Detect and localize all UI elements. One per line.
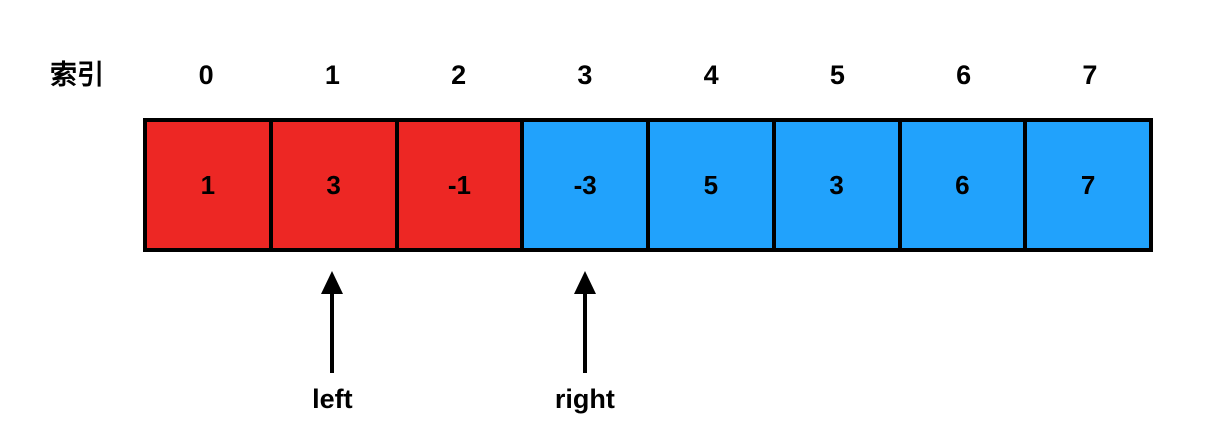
array-cell-2[interactable]: -1 [398, 122, 525, 248]
pointer-label-right: right [554, 384, 615, 414]
arrow-up-icon [505, 268, 665, 376]
array-cell-value: 6 [955, 169, 970, 200]
index-label-2: 2 [451, 60, 467, 90]
index-label-6: 6 [956, 60, 972, 90]
index-header-row: 索引 0 1 2 3 4 5 6 7 [0, 52, 1218, 98]
array-cell-3[interactable]: -3 [524, 122, 650, 248]
array-cell-value: 1 [200, 169, 216, 200]
pointer-left: left [252, 268, 412, 438]
array-cell-value: 5 [703, 169, 719, 200]
array-cell-0[interactable]: 1 [147, 122, 273, 248]
pointer-right: right [505, 268, 665, 438]
index-label-3: 3 [577, 60, 593, 90]
index-label-5: 5 [829, 60, 845, 90]
index-label-0: 0 [198, 60, 214, 90]
array-cell-5[interactable]: 3 [775, 122, 902, 248]
array-cell-4[interactable]: 5 [650, 122, 776, 248]
array-cell-6[interactable]: 6 [901, 122, 1028, 248]
index-label-list: 0 1 2 3 4 5 6 7 [143, 52, 1153, 98]
array-cells-container: 1 3 -1 -3 5 3 6 7 [143, 118, 1153, 252]
arrow-up-icon [252, 268, 412, 376]
index-label-7: 7 [1082, 60, 1098, 90]
array-cell-value: 3 [326, 169, 341, 200]
index-caption-label: 索引 [50, 60, 104, 90]
index-label-1: 1 [324, 60, 340, 90]
array-cell-1[interactable]: 3 [272, 122, 399, 248]
array-cell-value: -3 [573, 169, 597, 200]
array-cell-7[interactable]: 7 [1027, 122, 1149, 248]
array-cell-value: 3 [829, 169, 844, 200]
array-cell-value: -1 [447, 169, 471, 200]
index-label-4: 4 [703, 60, 719, 90]
pointer-label-left: left [312, 384, 353, 414]
array-cell-value: 7 [1080, 169, 1096, 200]
